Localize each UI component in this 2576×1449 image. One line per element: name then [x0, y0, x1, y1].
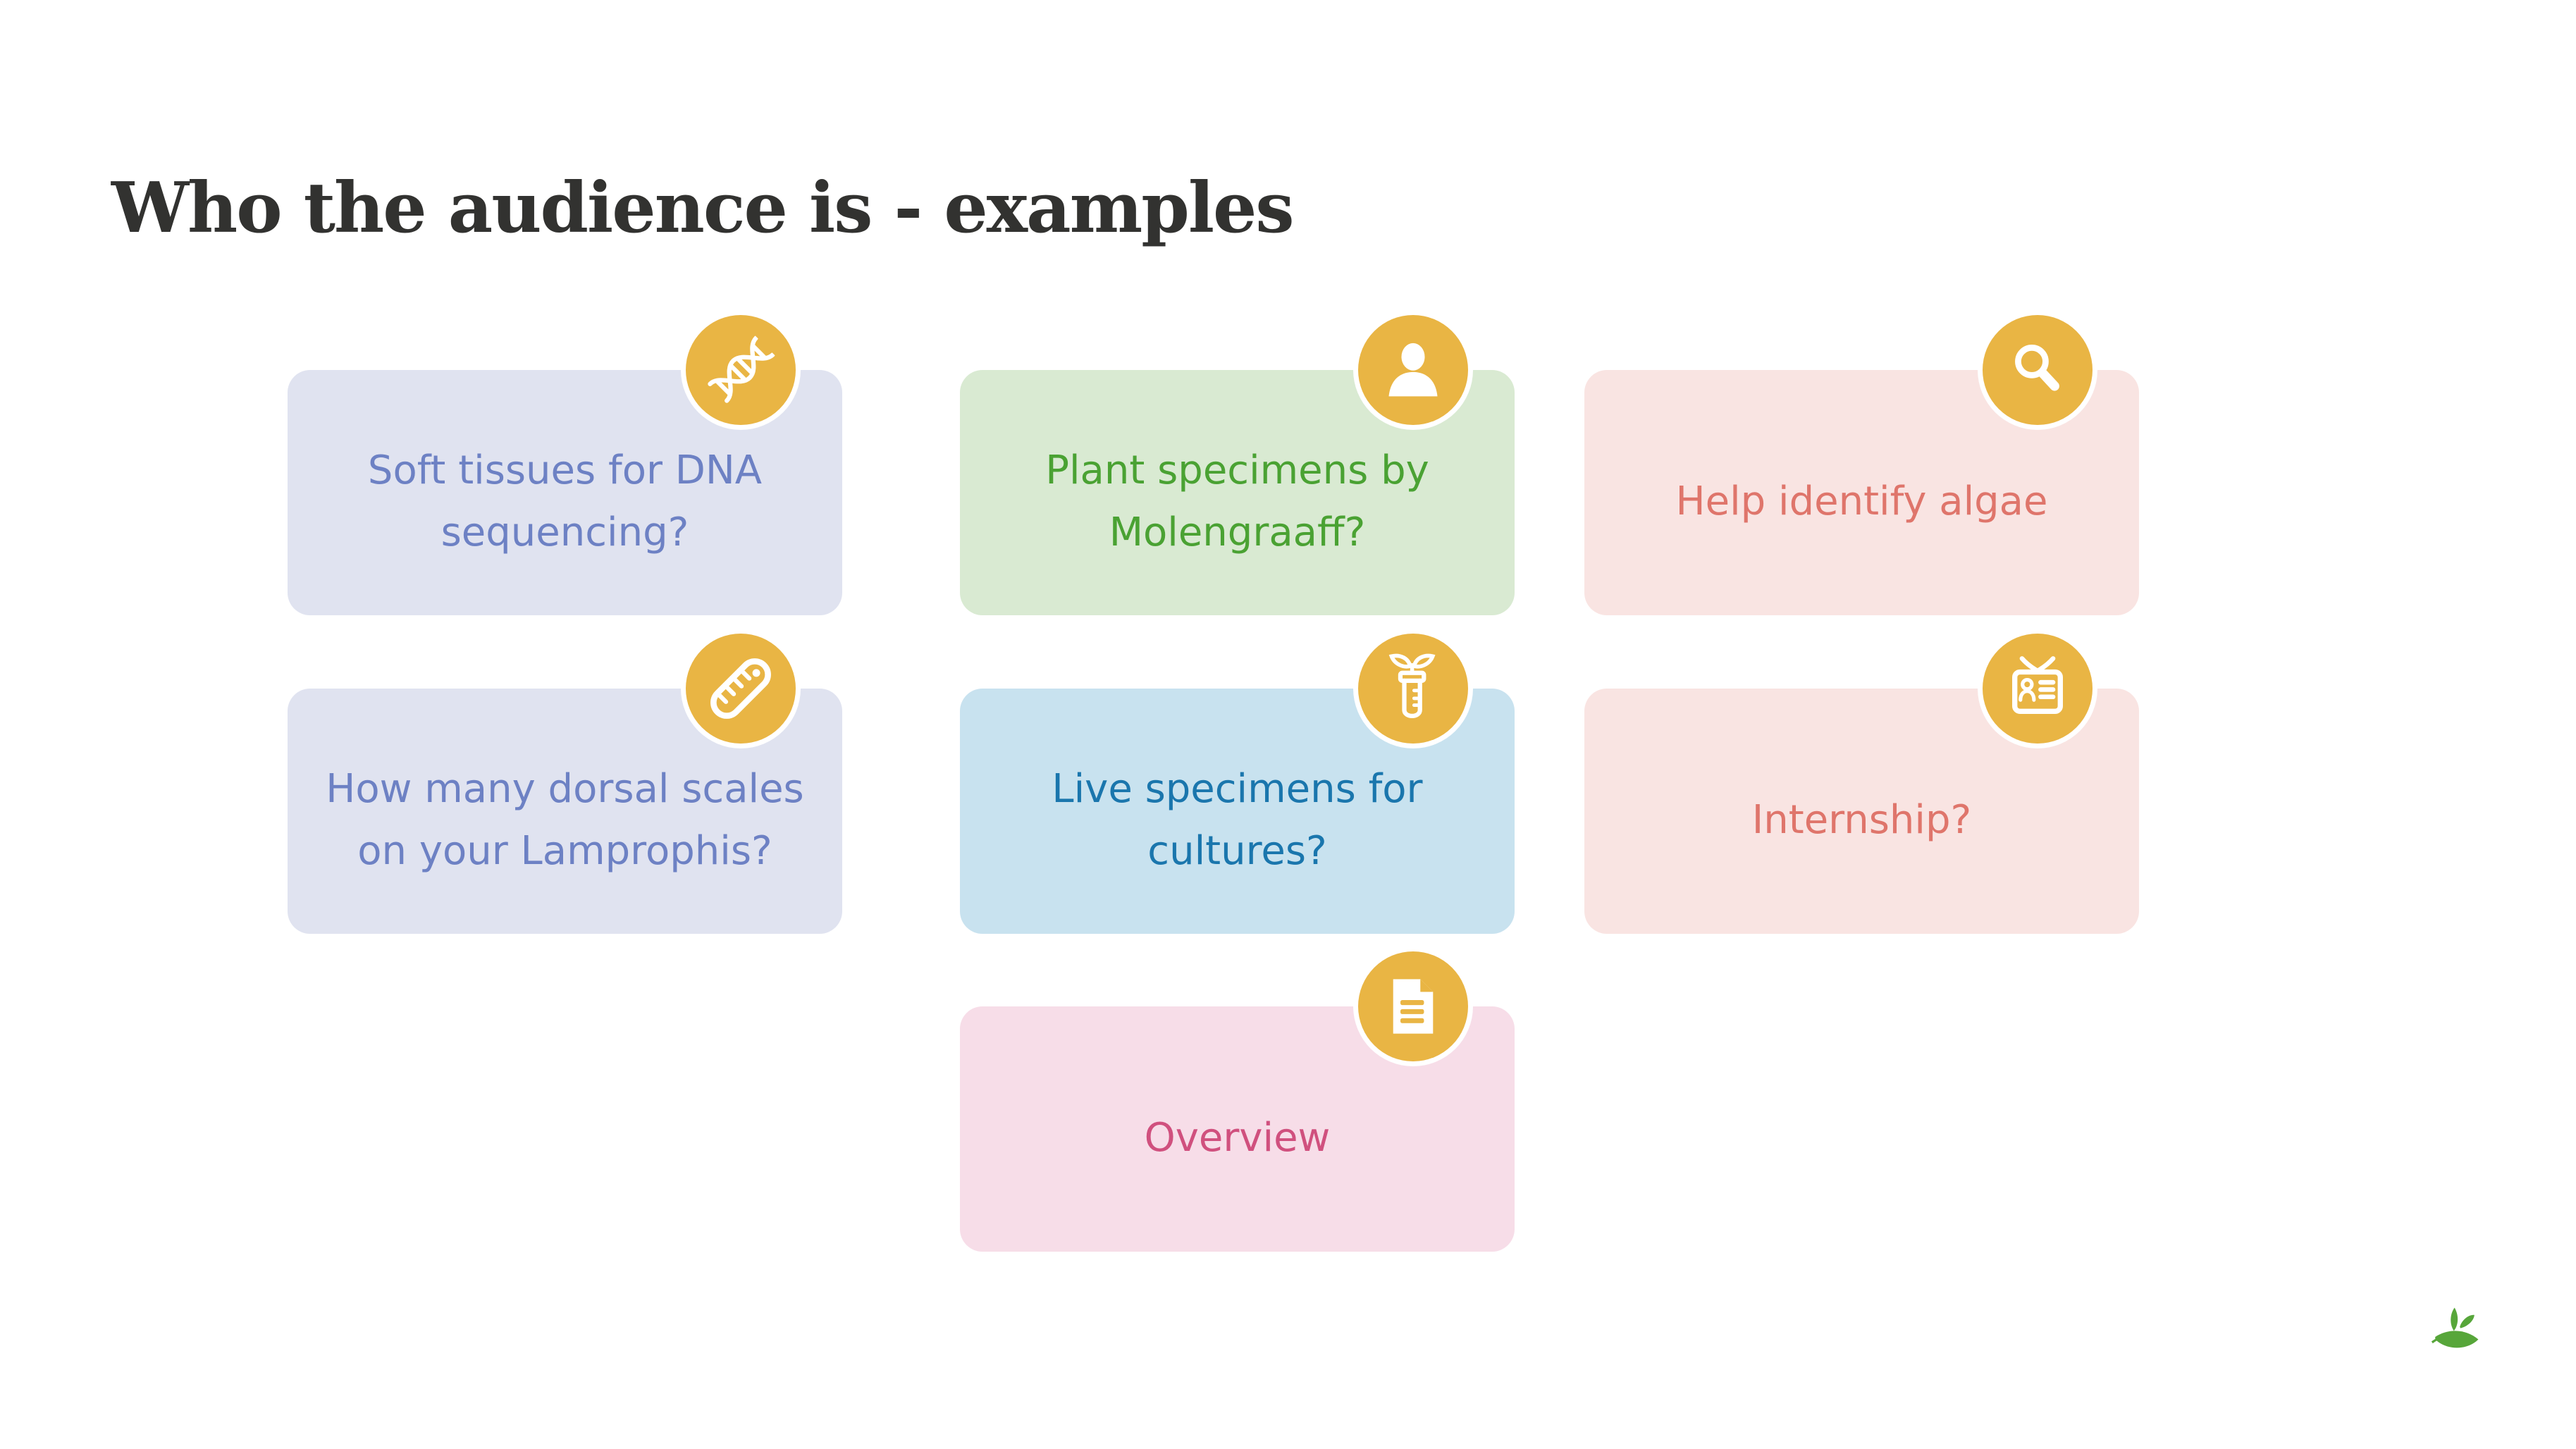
card-label-overview: Overview	[1144, 1115, 1331, 1161]
card-label-live-specimens: Live specimens for cultures?	[1052, 766, 1423, 874]
leaf-logo-icon	[2431, 1307, 2479, 1348]
test-tube-icon	[1358, 634, 1468, 744]
card-internship: Internship?	[1584, 634, 2139, 934]
card-soft-tissues-dna: Soft tissues for DNA sequencing?	[288, 315, 842, 615]
card-help-identify-algae: Help identify algae	[1584, 315, 2139, 615]
search-icon	[1983, 315, 2093, 425]
card-label-soft-tissues-dna: Soft tissues for DNA sequencing?	[367, 448, 763, 555]
dna-icon	[686, 315, 796, 425]
card-label-plant-specimens: Plant specimens by Molengraaff?	[1045, 448, 1429, 555]
slide-title: Who the audience is - examples	[111, 168, 1295, 249]
card-label-help-identify-algae: Help identify algae	[1675, 479, 2048, 524]
card-plant-specimens: Plant specimens by Molengraaff?	[960, 315, 1515, 615]
user-icon	[1358, 315, 1468, 425]
document-icon	[1358, 951, 1468, 1061]
card-overview: Overview	[960, 951, 1515, 1252]
card-label-internship: Internship?	[1751, 797, 1972, 843]
id-badge-icon	[1983, 634, 2093, 744]
ruler-icon	[686, 634, 796, 744]
card-dorsal-scales: How many dorsal scales on your Lamprophi…	[288, 634, 842, 934]
card-live-specimens: Live specimens for cultures?	[960, 634, 1515, 934]
card-label-dorsal-scales: How many dorsal scales on your Lamprophi…	[326, 766, 804, 874]
